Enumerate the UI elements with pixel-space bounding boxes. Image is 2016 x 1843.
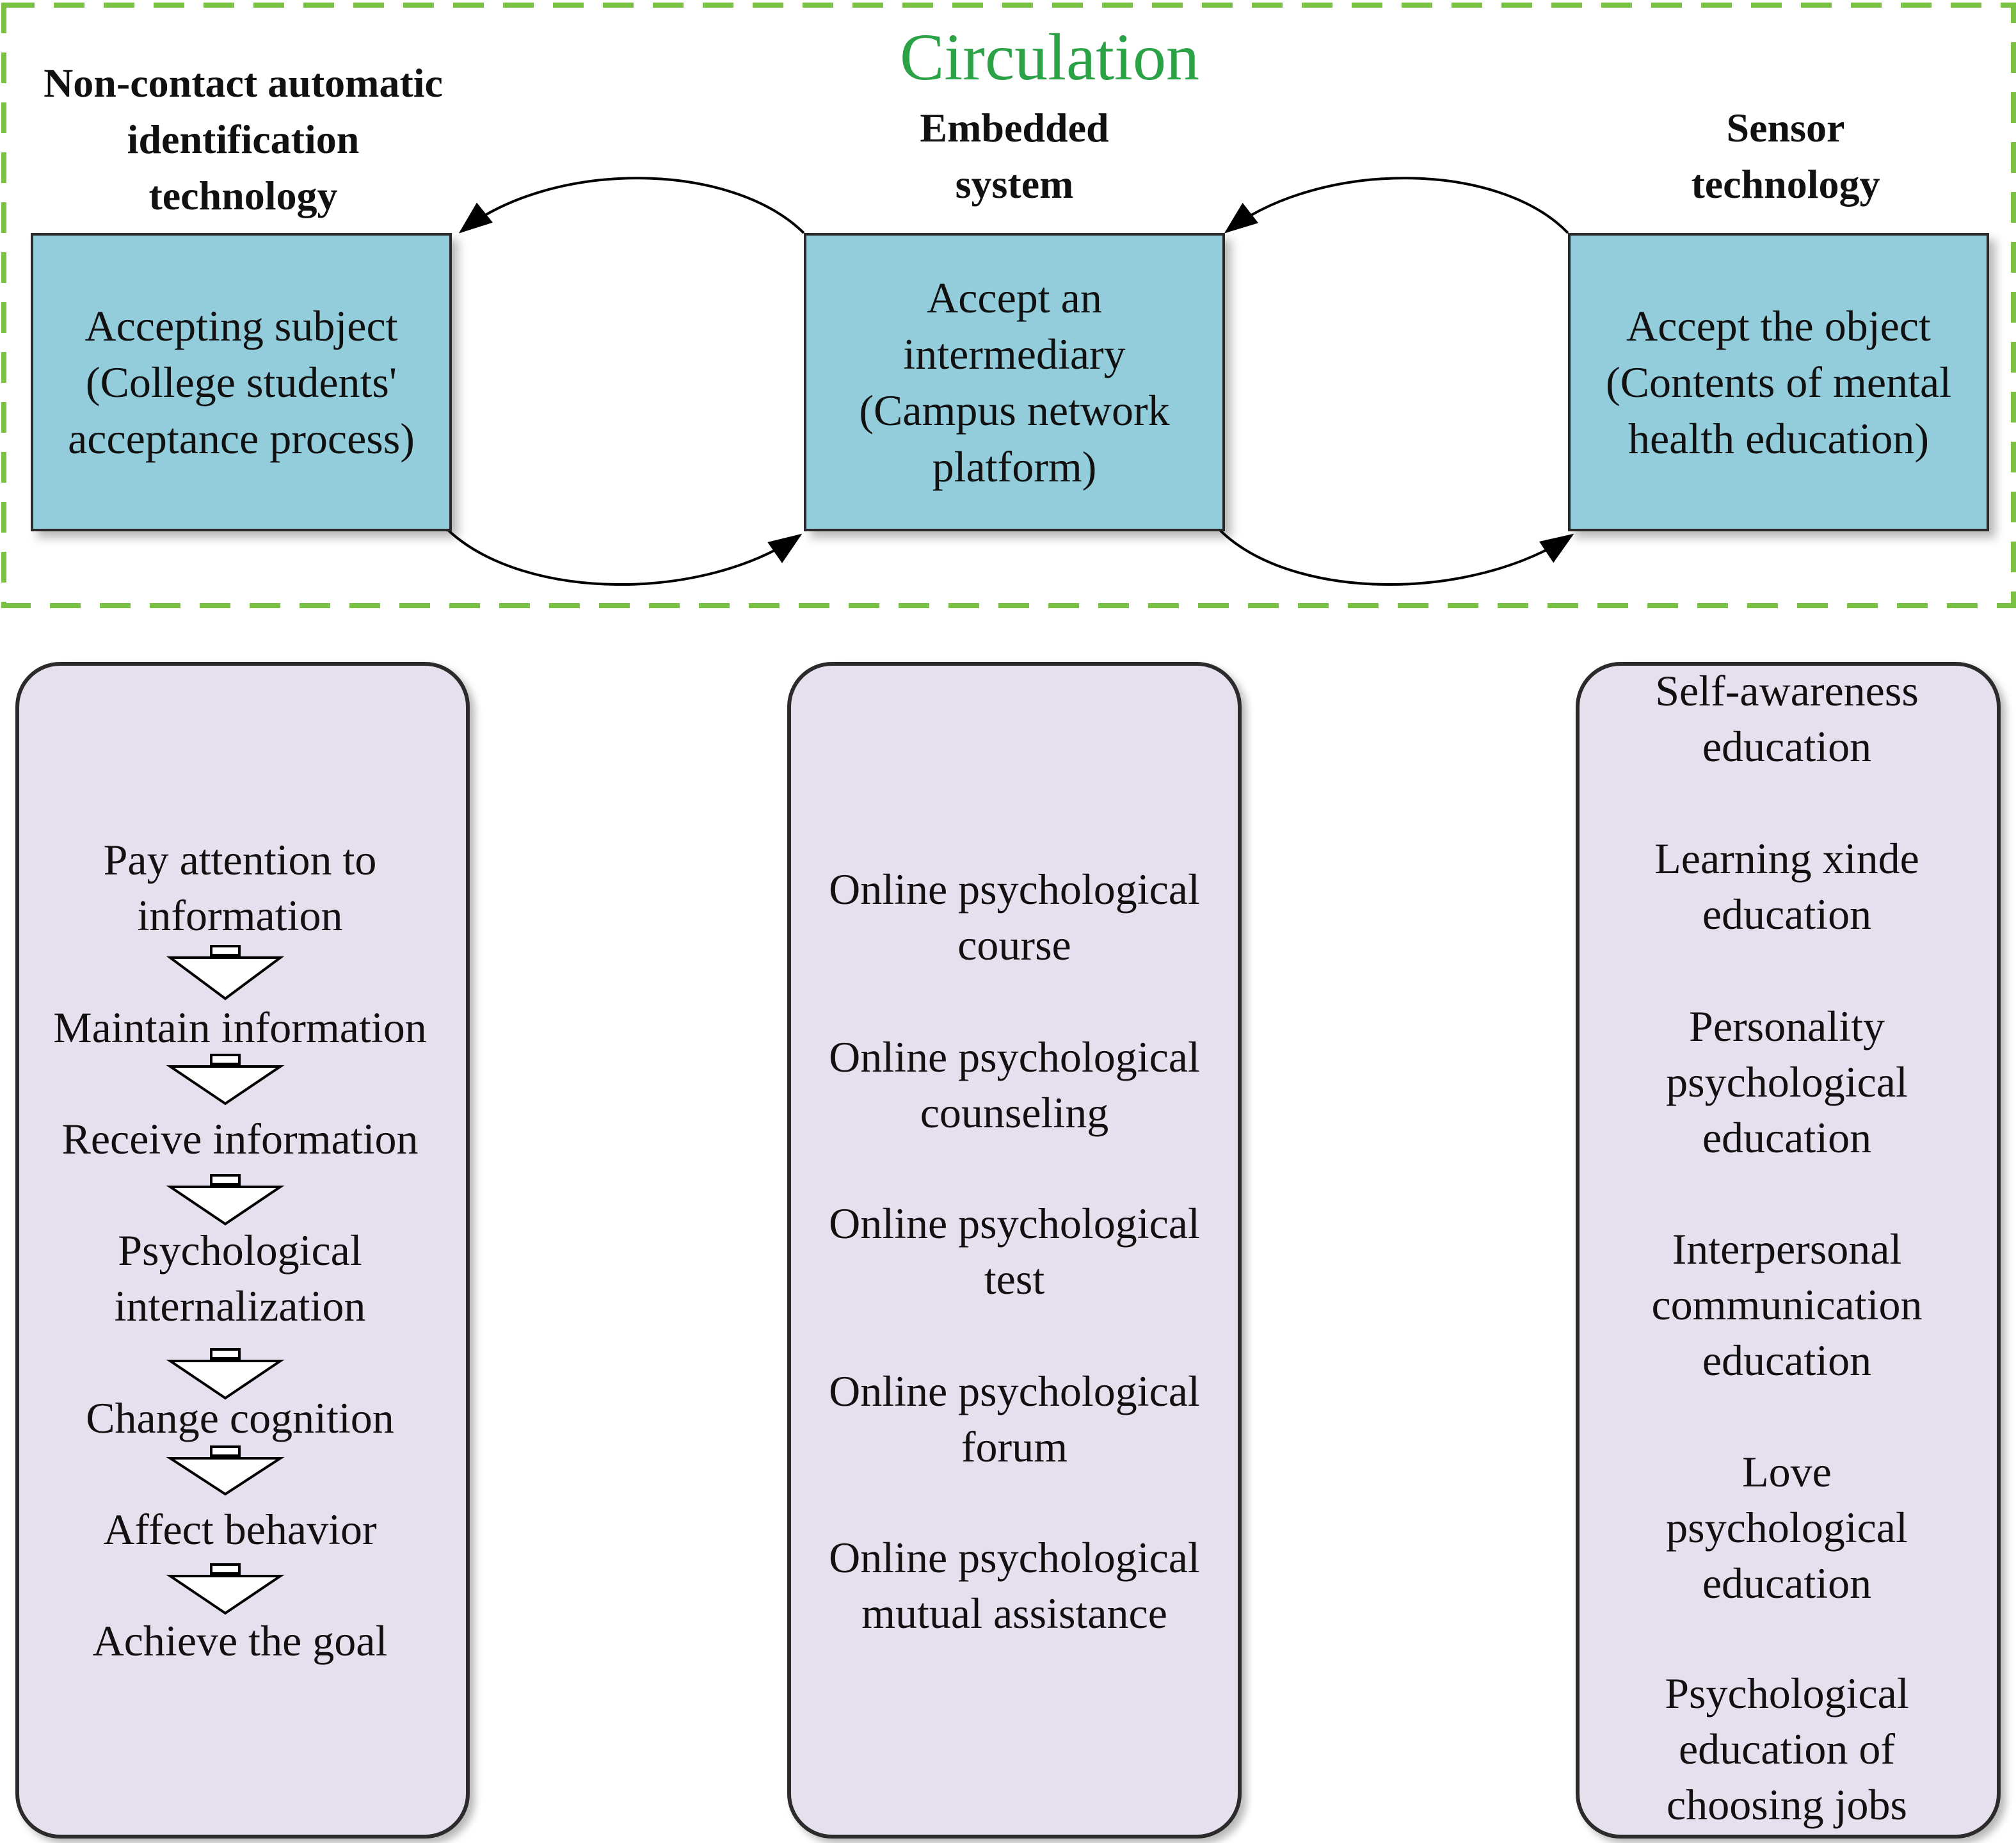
content-item-learning: Learning xinde education bbox=[1569, 831, 2004, 942]
box-line: platform) bbox=[932, 442, 1097, 491]
header-line: Sensor bbox=[1726, 105, 1845, 150]
circulation-frame bbox=[1, 3, 2016, 608]
step-affect-behavior: Affect behavior bbox=[19, 1502, 461, 1557]
item-line: choosing jobs bbox=[1667, 1780, 1907, 1829]
acceptance-process-panel bbox=[15, 662, 470, 1839]
down-arrow-icon bbox=[166, 1174, 285, 1226]
item-line: test bbox=[984, 1255, 1045, 1303]
item-line: Interpersonal bbox=[1672, 1225, 1902, 1273]
content-item-love: Love psychological education bbox=[1569, 1444, 2004, 1611]
header-line: Embedded bbox=[920, 105, 1109, 150]
item-line: Online psychological bbox=[829, 1199, 1200, 1248]
down-arrow-icon bbox=[166, 1563, 285, 1615]
item-line: psychological bbox=[1666, 1058, 1908, 1106]
step-line: Maintain information bbox=[53, 1003, 427, 1052]
box-line: Accepting subject bbox=[84, 302, 398, 350]
education-contents-panel bbox=[1576, 662, 2001, 1839]
accept-intermediary-box: Accept an intermediary (Campus network p… bbox=[804, 233, 1225, 531]
step-change-cognition: Change cognition bbox=[19, 1390, 461, 1446]
content-item-self-awareness: Self-awareness education bbox=[1569, 663, 2004, 775]
step-line: internalization bbox=[114, 1282, 366, 1330]
content-item-personality: Personality psychological education bbox=[1569, 999, 2004, 1166]
box-line: (Contents of mental bbox=[1605, 358, 1952, 406]
header-line: identification bbox=[127, 117, 360, 162]
item-line: education bbox=[1702, 890, 1872, 938]
platform-item-forum: Online psychological forum bbox=[794, 1364, 1235, 1475]
item-line: Love bbox=[1742, 1447, 1832, 1496]
item-line: education bbox=[1702, 1113, 1872, 1162]
platform-item-counseling: Online psychological counseling bbox=[794, 1029, 1235, 1141]
item-line: education bbox=[1702, 1559, 1872, 1607]
header-identification-technology: Non-contact automatic identification tec… bbox=[6, 55, 480, 224]
step-psychological-internalization: Psychological internalization bbox=[19, 1223, 461, 1334]
down-arrow-icon bbox=[166, 1054, 285, 1106]
platform-item-mutual-assistance: Online psychological mutual assistance bbox=[794, 1530, 1235, 1641]
item-line: communication bbox=[1651, 1280, 1923, 1329]
header-line: technology bbox=[1691, 161, 1880, 207]
box-line: Accept an bbox=[927, 273, 1102, 322]
arc-intermediary-to-subject bbox=[458, 177, 805, 234]
box-line: Accept the object bbox=[1626, 302, 1931, 350]
header-sensor-technology: Sensor technology bbox=[1568, 100, 2003, 213]
box-line: acceptance process) bbox=[68, 414, 415, 463]
box-line: intermediary bbox=[903, 330, 1126, 378]
step-line: Affect behavior bbox=[103, 1505, 377, 1554]
item-line: education of bbox=[1679, 1725, 1895, 1773]
step-line: Achieve the goal bbox=[92, 1616, 388, 1665]
accepting-subject-box: Accepting subject (College students' acc… bbox=[31, 233, 452, 531]
item-line: Online psychological bbox=[829, 1033, 1200, 1081]
item-line: counseling bbox=[920, 1088, 1109, 1137]
step-line: Change cognition bbox=[86, 1394, 394, 1442]
arc-subject-to-intermediary bbox=[447, 529, 803, 586]
down-arrow-icon bbox=[166, 1445, 285, 1496]
online-platform-panel bbox=[787, 662, 1242, 1839]
step-maintain-information: Maintain information bbox=[19, 1000, 461, 1056]
arc-intermediary-to-object bbox=[1219, 529, 1574, 586]
box-line: health education) bbox=[1628, 414, 1930, 463]
item-line: course bbox=[957, 921, 1071, 969]
item-line: Psychological bbox=[1665, 1669, 1909, 1718]
step-line: Psychological bbox=[118, 1226, 362, 1275]
step-line: Receive information bbox=[61, 1115, 419, 1163]
item-line: Online psychological bbox=[829, 1533, 1200, 1582]
item-line: Online psychological bbox=[829, 865, 1200, 913]
item-line: Personality bbox=[1689, 1002, 1885, 1050]
item-line: Online psychological bbox=[829, 1367, 1200, 1415]
item-line: mutual assistance bbox=[861, 1589, 1167, 1638]
box-line: (College students' bbox=[85, 358, 397, 406]
header-embedded-system: Embedded system bbox=[800, 100, 1229, 213]
header-line: system bbox=[955, 161, 1074, 207]
item-line: Learning xinde bbox=[1654, 834, 1919, 883]
down-arrow-icon bbox=[166, 1348, 285, 1400]
item-line: forum bbox=[961, 1422, 1068, 1471]
step-pay-attention: Pay attention to information bbox=[19, 832, 461, 944]
item-line: psychological bbox=[1666, 1503, 1908, 1552]
step-line: Pay attention to bbox=[103, 835, 377, 884]
platform-item-course: Online psychological course bbox=[794, 862, 1235, 973]
header-line: technology bbox=[148, 173, 338, 218]
platform-item-test: Online psychological test bbox=[794, 1196, 1235, 1307]
content-item-choosing-jobs: Psychological education of choosing jobs bbox=[1569, 1666, 2004, 1833]
box-line: (Campus network bbox=[859, 386, 1170, 435]
accept-object-box: Accept the object (Contents of mental he… bbox=[1568, 233, 1989, 531]
content-item-interpersonal: Interpersonal communication education bbox=[1569, 1221, 2004, 1388]
arc-object-to-intermediary bbox=[1224, 177, 1569, 234]
down-arrow-icon bbox=[166, 945, 285, 1001]
item-line: education bbox=[1702, 722, 1872, 771]
step-line: information bbox=[137, 891, 343, 940]
item-line: education bbox=[1702, 1336, 1872, 1385]
item-line: Self-awareness bbox=[1655, 666, 1919, 715]
step-achieve-goal: Achieve the goal bbox=[19, 1613, 461, 1669]
header-line: Non-contact automatic bbox=[44, 60, 443, 106]
step-receive-information: Receive information bbox=[19, 1111, 461, 1167]
diagram-title: Circulation bbox=[900, 20, 1199, 94]
